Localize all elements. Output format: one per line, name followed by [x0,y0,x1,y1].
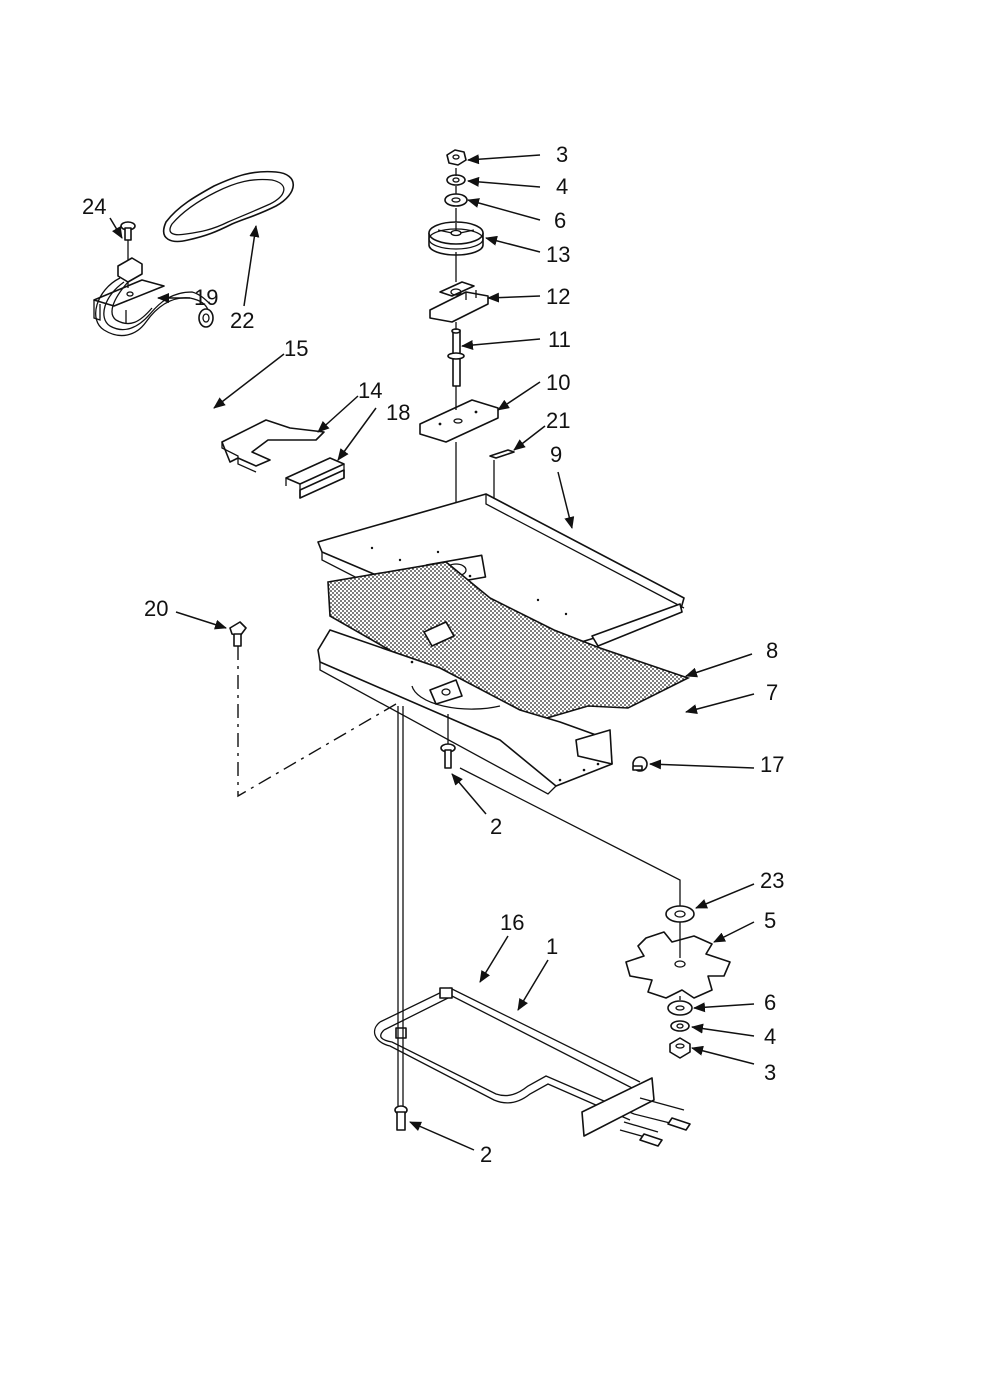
part-4-top-washer [446,174,466,186]
leader-lines [109,154,755,1151]
callout-5: 5 [764,908,776,933]
part-19-bracket [93,279,165,324]
callout-4-bottom: 4 [764,1024,776,1049]
part-22-belt [163,170,294,243]
callout-3-top: 3 [556,142,568,167]
part-1-heating-element [373,987,691,1147]
callout-6-bottom: 6 [764,990,776,1015]
callout-12: 12 [546,284,570,309]
part-5-stirrer-blade [625,931,731,999]
callout-21: 21 [546,408,570,433]
part-15-wire-harness [95,257,214,337]
part-4-bottom-washer [670,1020,690,1032]
callout-17: 17 [760,752,784,777]
callout-1: 1 [546,934,558,959]
callout-8: 8 [766,638,778,663]
callout-6-top: 6 [554,208,566,233]
part-23-bushing [665,905,695,923]
part-11-shaft [447,328,465,387]
callout-16: 16 [500,910,524,935]
part-17-screw [632,756,648,772]
part-2-mid-screw [440,743,456,769]
callout-19: 19 [194,285,218,310]
callout-7: 7 [766,680,778,705]
part-3-bottom-nut [669,1037,691,1059]
part-21-shim [489,449,515,459]
part-6-bottom-washer [667,1000,693,1016]
callout-2-mid: 2 [490,814,502,839]
part-3-top-nut [446,149,467,166]
part-12-bracket [429,281,489,323]
callout-labels: 3 4 6 13 12 11 10 21 9 24 19 22 15 14 18… [82,142,784,1167]
part-6-top-washer [444,193,468,207]
callout-20: 20 [144,596,168,621]
callout-3-bottom: 3 [764,1060,776,1085]
callout-15: 15 [284,336,308,361]
part-13-pulley [428,221,484,256]
part-24-screw [120,221,136,241]
callout-24: 24 [82,194,106,219]
callout-2-bottom: 2 [480,1142,492,1167]
part-18-frame [285,457,345,499]
callout-23: 23 [760,868,784,893]
part-10-mount-plate [419,399,499,443]
part-16-clip [439,987,453,999]
part-20-screw [229,621,247,647]
callout-22: 22 [230,308,254,333]
callout-9: 9 [550,442,562,467]
callout-10: 10 [546,370,570,395]
callout-11: 11 [548,327,571,352]
callout-13: 13 [546,242,570,267]
callout-18: 18 [386,400,410,425]
part-2-bottom-screw [394,1105,408,1131]
callout-14: 14 [358,378,382,403]
part-7-bottom-panel [317,629,613,795]
callout-4-top: 4 [556,174,568,199]
part-14-cover-plate [221,419,325,473]
